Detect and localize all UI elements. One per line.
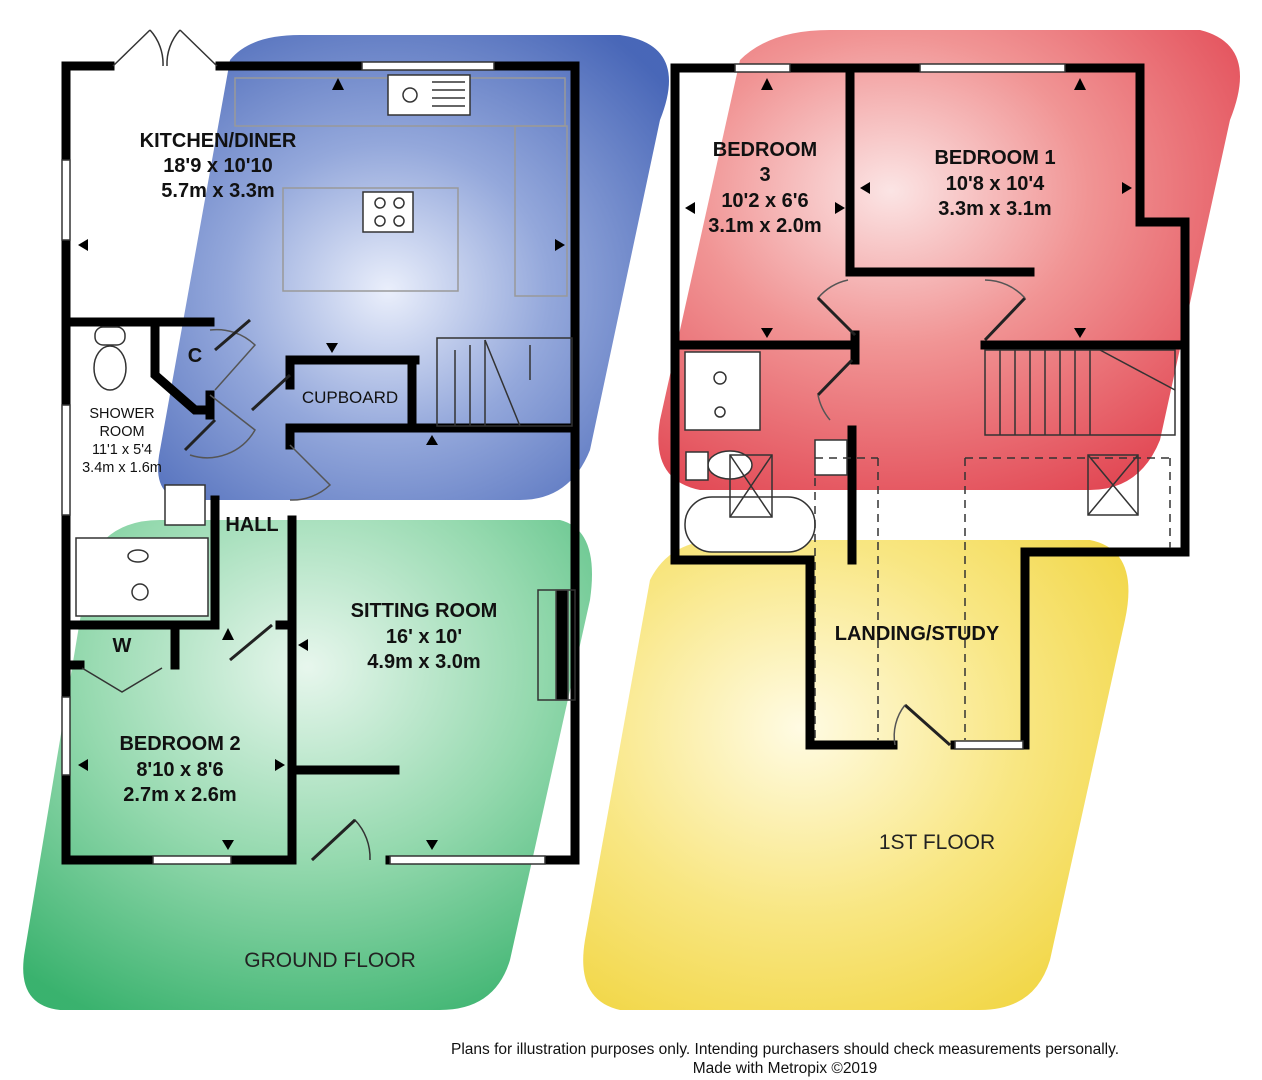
bedroom3-name-2: 3 (759, 164, 770, 186)
hall-label: HALL (225, 514, 278, 536)
sitting-imperial: 16' x 10' (386, 626, 462, 648)
disclaimer: Plans for illustration purposes only. In… (400, 1040, 1170, 1078)
ground-floor-label: GROUND FLOOR (244, 949, 416, 972)
bedroom3-imperial: 10'2 x 6'6 (721, 190, 808, 212)
shower-imperial: 11'1 x 5'4 (92, 442, 152, 458)
disclaimer-line-1: Plans for illustration purposes only. In… (451, 1041, 1119, 1058)
bedroom2-metric: 2.7m x 2.6m (123, 784, 236, 806)
first-floor-label: 1ST FLOOR (879, 831, 995, 854)
kitchen-name: KITCHEN/DINER (140, 130, 297, 152)
bedroom3-name-1: BEDROOM (713, 139, 817, 161)
first-top-zone (658, 30, 1240, 490)
bedroom1-name: BEDROOM 1 (934, 147, 1055, 169)
kitchen-metric: 5.7m x 3.3m (161, 180, 274, 202)
bedroom1-metric: 3.3m x 3.1m (938, 198, 1051, 220)
cupboard-label: CUPBOARD (302, 388, 398, 407)
first-bottom-zone (583, 540, 1129, 1010)
shower-name-2: ROOM (99, 424, 144, 440)
first-floor-labels: BEDROOM 3 10'2 x 6'6 3.1m x 2.0m BEDROOM… (708, 139, 1055, 854)
shower-metric: 3.4m x 1.6m (82, 460, 162, 476)
bedroom2-name: BEDROOM 2 (119, 733, 240, 755)
kitchen-imperial: 18'9 x 10'10 (163, 155, 273, 177)
dimension-arrows (78, 78, 1132, 850)
landing-name: LANDING/STUDY (835, 623, 1000, 645)
bedroom3-metric: 3.1m x 2.0m (708, 215, 821, 237)
ground-floor-labels: KITCHEN/DINER 18'9 x 10'10 5.7m x 3.3m C… (82, 130, 497, 972)
first-floor-fixtures (684, 63, 1176, 750)
disclaimer-line-2: Made with Metropix ©2019 (692, 1060, 878, 1077)
sitting-name: SITTING ROOM (351, 600, 498, 622)
c-cupboard-label: C (188, 345, 202, 367)
first-floor-walls (670, 63, 1190, 750)
bedroom2-imperial: 8'10 x 8'6 (136, 759, 223, 781)
shower-name-1: SHOWER (89, 406, 154, 422)
ground-zone (23, 520, 592, 1010)
wardrobe-label: W (113, 635, 132, 657)
ground-floor-fixtures (61, 29, 576, 865)
bedroom1-imperial: 10'8 x 10'4 (946, 173, 1045, 195)
sitting-metric: 4.9m x 3.0m (367, 651, 480, 673)
